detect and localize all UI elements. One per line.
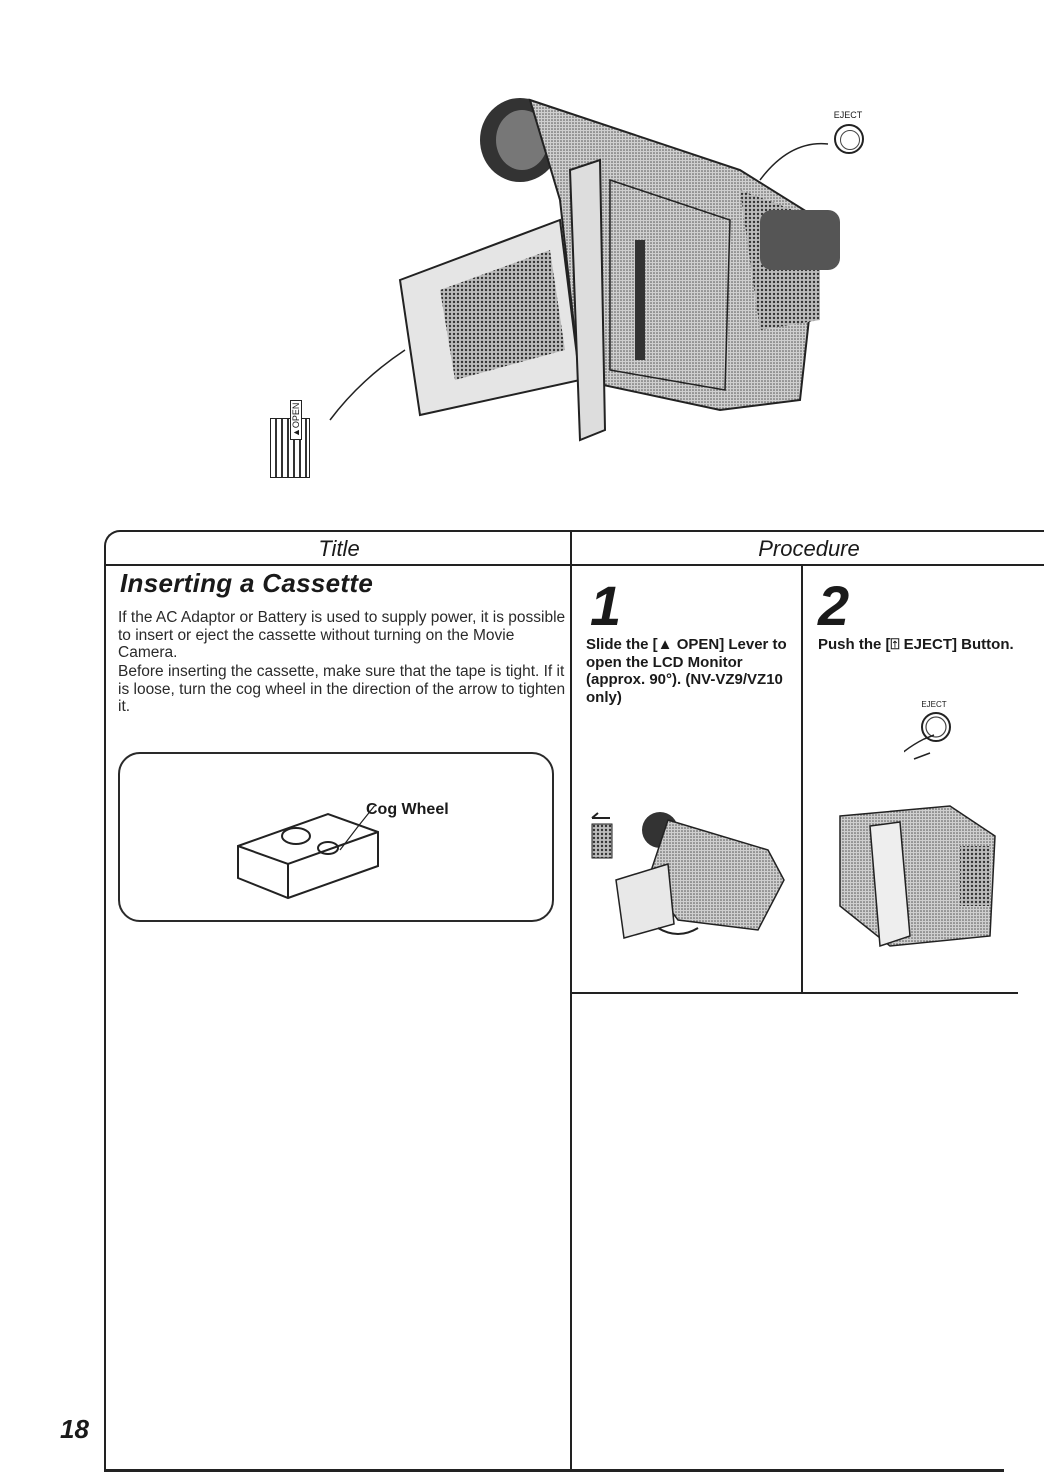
intro-paragraph: If the AC Adaptor or Battery is used to … xyxy=(118,609,566,661)
cassette-icon xyxy=(237,806,379,900)
cog-wheel-label: Cog Wheel xyxy=(366,801,449,818)
open-lever-label: ▲OPEN xyxy=(290,399,302,440)
steps-bottom-divider xyxy=(572,992,1018,994)
header-divider xyxy=(106,564,1044,566)
procedure-column-header: Procedure xyxy=(758,536,860,561)
step-divider xyxy=(801,566,803,994)
eject-callout-label: EJECT xyxy=(833,110,863,120)
page-number: 18 xyxy=(60,1414,89,1444)
column-divider xyxy=(570,532,572,1470)
hand-press-icon xyxy=(883,712,951,770)
open-lever-callout: ▲OPEN xyxy=(266,399,336,480)
cassette-illustration-box xyxy=(118,752,554,922)
step-1-camera-illustration xyxy=(591,812,785,939)
section-title: Inserting a Cassette xyxy=(120,568,374,598)
step-2-text: Push the [⍐ EJECT] Button. xyxy=(818,636,1014,653)
tape-check-paragraph: Before inserting the cassette, make sure… xyxy=(118,663,566,715)
eject-small-label: EJECT xyxy=(921,700,947,709)
title-column-header: Title xyxy=(318,536,360,561)
step-2-number: 2 xyxy=(818,574,850,637)
step-2-camera-illustration xyxy=(839,805,996,948)
eject-button-icon xyxy=(834,124,864,154)
step-1-number: 1 xyxy=(590,574,622,637)
step-1-text: Slide the [▲ OPEN] Lever to open the LCD… xyxy=(586,636,787,706)
camera-illustration xyxy=(329,98,840,442)
eject-button-press-icon: EJECT xyxy=(883,700,964,780)
eject-button-callout: EJECT xyxy=(820,110,880,180)
